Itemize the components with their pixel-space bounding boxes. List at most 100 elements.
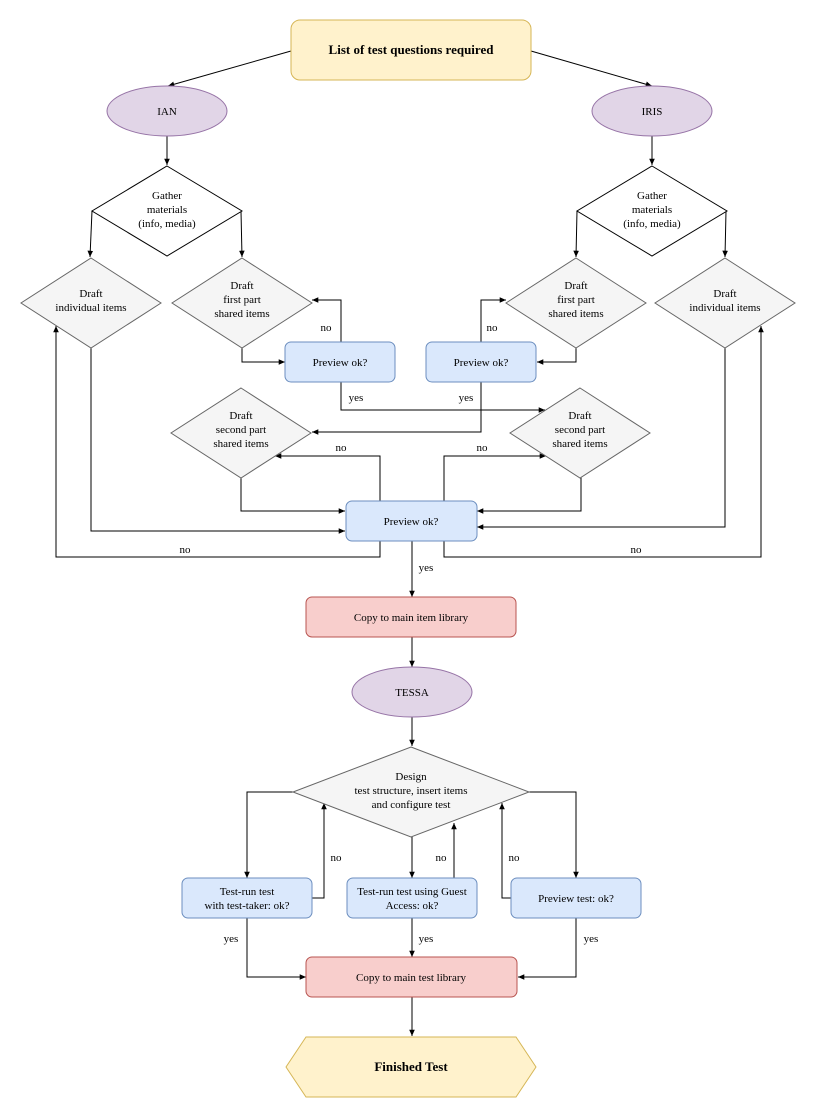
edge-gather-left-individual	[87, 210, 94, 258]
node-test-run-taker: Test-run test with test-taker: ok?	[181, 877, 313, 919]
connectors	[53, 50, 764, 1036]
edge-design-to-test-taker	[244, 791, 294, 878]
node-tessa: TESSA	[351, 666, 473, 718]
gather-right-line-3: (info, media)	[623, 218, 681, 230]
draft-first-right-line-2: first part	[557, 294, 595, 306]
test-run-taker-box	[181, 877, 313, 919]
node-draft-individual-right: Draft individual items	[654, 257, 796, 349]
list-required-box	[290, 19, 532, 81]
gather-right-line-2: materials	[632, 204, 672, 216]
node-draft-second-left: Draft second part shared items	[170, 387, 312, 479]
edge-preview-right-no	[480, 297, 506, 342]
design-line-2: test structure, insert items	[354, 785, 467, 797]
gather-left-line-1: Gather	[152, 190, 182, 202]
node-ian: IAN	[106, 85, 228, 137]
draft-first-left-diamond	[171, 257, 313, 349]
preview-center-label: Preview ok?	[384, 516, 439, 528]
finished-hexagon	[285, 1036, 537, 1098]
draft-individual-left-line-2: individual items	[55, 302, 126, 314]
label-yes: yes	[419, 562, 434, 574]
preview-test-box	[510, 877, 642, 919]
node-list-required: List of test questions required	[290, 19, 532, 81]
node-preview-center: Preview ok?	[345, 500, 478, 542]
label-no: no	[331, 852, 343, 864]
edge-gather-right-first	[573, 210, 579, 258]
edge-second-left-to-preview	[240, 477, 345, 514]
label-no: no	[321, 322, 333, 334]
draft-individual-left-diamond	[20, 257, 162, 349]
copy-item-library-label: Copy to main item library	[354, 612, 469, 624]
preview-left-box	[284, 341, 396, 383]
draft-second-right-line-3: shared items	[552, 438, 607, 450]
node-gather-right: Gather materials (info, media)	[576, 165, 728, 257]
label-no: no	[631, 544, 643, 556]
edge-second-right-to-preview	[477, 477, 582, 514]
design-diamond	[291, 746, 531, 838]
preview-left-label: Preview ok?	[313, 357, 368, 369]
edge-preview-test-no	[499, 803, 511, 899]
draft-first-right-line-1: Draft	[564, 280, 587, 292]
node-finished: Finished Test	[285, 1036, 537, 1098]
node-test-run-guest: Test-run test using Guest Access: ok?	[346, 877, 478, 919]
label-yes: yes	[584, 933, 599, 945]
draft-first-right-diamond	[505, 257, 647, 349]
copy-item-library-box	[305, 596, 517, 638]
gather-left-diamond	[91, 165, 243, 257]
node-preview-left: Preview ok?	[284, 341, 396, 383]
label-yes: yes	[349, 392, 364, 404]
label-yes: yes	[459, 392, 474, 404]
draft-first-left-line-3: shared items	[214, 308, 269, 320]
node-iris: IRIS	[591, 85, 713, 137]
draft-individual-left-line-1: Draft	[79, 288, 102, 300]
draft-first-left-line-2: first part	[223, 294, 261, 306]
gather-right-diamond	[576, 165, 728, 257]
edge-test-taker-yes	[246, 918, 306, 980]
label-no: no	[180, 544, 192, 556]
list-required-label: List of test questions required	[329, 42, 495, 57]
test-run-guest-box	[346, 877, 478, 919]
draft-second-left-line-1: Draft	[229, 410, 252, 422]
draft-first-right-line-3: shared items	[548, 308, 603, 320]
node-draft-first-left: Draft first part shared items	[171, 257, 313, 349]
draft-first-left-line-1: Draft	[230, 280, 253, 292]
edge-preview-left-yes	[340, 382, 545, 413]
test-run-taker-line-1: Test-run test	[220, 886, 275, 898]
draft-individual-right-diamond	[654, 257, 796, 349]
edge-first-right-to-preview	[537, 347, 577, 365]
preview-test-label: Preview test: ok?	[538, 893, 614, 905]
copy-test-library-box	[305, 956, 518, 998]
edge-design-to-preview-test	[529, 791, 579, 878]
draft-second-left-diamond	[170, 387, 312, 479]
label-no: no	[436, 852, 448, 864]
test-run-guest-line-1: Test-run test using Guest	[357, 886, 467, 898]
node-gather-left: Gather materials (info, media)	[91, 165, 243, 257]
node-copy-item-library: Copy to main item library	[305, 596, 517, 638]
node-preview-test: Preview test: ok?	[510, 877, 642, 919]
gather-right-line-1: Gather	[637, 190, 667, 202]
node-draft-second-right: Draft second part shared items	[509, 387, 651, 479]
edge-preview-center-no-right	[443, 453, 546, 501]
edge-preview-center-no-individual-left	[53, 326, 381, 558]
edge-list-to-iris	[530, 50, 653, 87]
tessa-label: TESSA	[395, 687, 429, 699]
label-no: no	[336, 442, 348, 454]
iris-ellipse	[591, 85, 713, 137]
label-yes: yes	[419, 933, 434, 945]
label-no: no	[509, 852, 521, 864]
finished-label: Finished Test	[374, 1059, 448, 1074]
gather-left-line-3: (info, media)	[138, 218, 196, 230]
node-draft-individual-left: Draft individual items	[20, 257, 162, 349]
edge-individual-left-to-preview	[90, 347, 345, 534]
edge-gather-right-individual	[722, 210, 728, 258]
preview-right-label: Preview ok?	[454, 357, 509, 369]
ian-ellipse	[106, 85, 228, 137]
node-preview-right: Preview ok?	[425, 341, 537, 383]
tessa-ellipse	[351, 666, 473, 718]
edge-list-to-ian	[167, 50, 292, 87]
draft-second-left-line-3: shared items	[213, 438, 268, 450]
node-design: Design test structure, insert items and …	[291, 746, 531, 838]
design-line-3: and configure test	[372, 799, 451, 811]
test-run-guest-line-2: Access: ok?	[386, 900, 439, 912]
label-no: no	[487, 322, 499, 334]
